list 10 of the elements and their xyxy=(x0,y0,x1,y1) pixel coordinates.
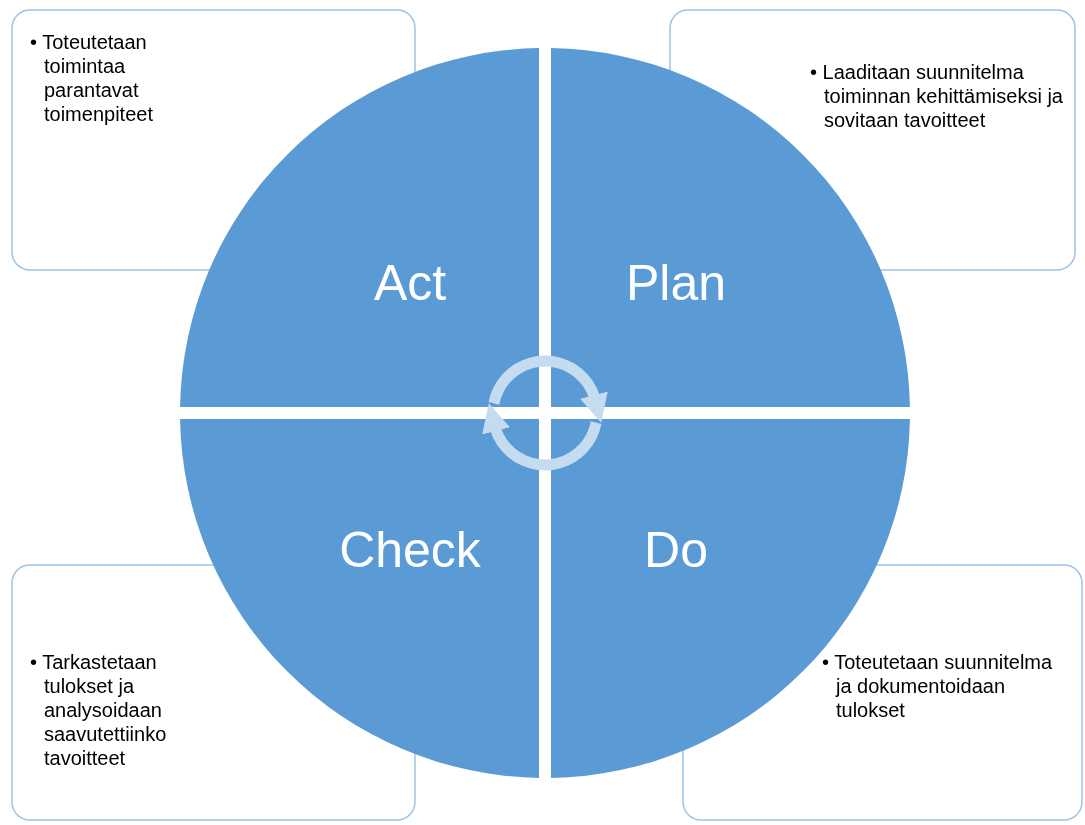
quadrant-label: Act xyxy=(373,254,447,312)
bullet-text: • Toteutetaan suunnitelma ja dokumentoidaan tulokset xyxy=(822,650,1054,722)
quadrant-label: Do xyxy=(644,521,708,579)
cycle-arrow xyxy=(482,403,602,471)
bullet-text: • Tarkastetaan tulokset ja analysoidaan saavutettiinko tavoitteet xyxy=(30,650,168,770)
bullet-text: • Laaditaan suunnitelma toiminnan kehittämiseksi ja sovitaan tavoitteet xyxy=(810,60,1064,132)
cycle-arrow xyxy=(488,355,608,423)
quadrant-label: Plan xyxy=(625,254,727,312)
bullet-text: • Toteutetaan toimintaa parantavat toimenpiteet xyxy=(30,30,154,126)
quadrant-label: Check xyxy=(339,521,481,579)
